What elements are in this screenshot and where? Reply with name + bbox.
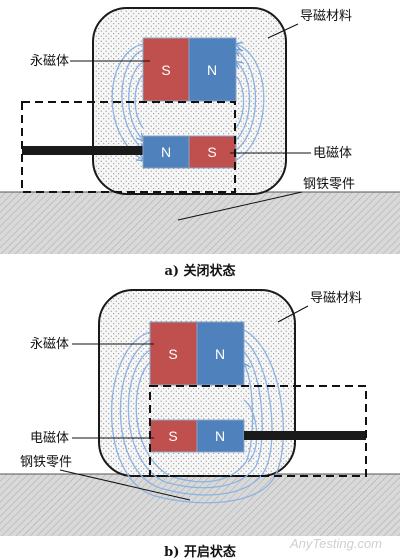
permanent-pole-label-a-s: S [161,62,170,78]
label-permanent-b: 永磁体 [30,337,69,352]
electromagnet-south-a [188,135,237,169]
flux-lines-b [110,329,284,504]
actuator-rod-b [244,431,366,440]
electro-pole-label-b-n: N [215,428,225,444]
electromagnet-north-a [142,135,190,169]
electromagnet-south-b [149,419,198,453]
caption-a: a) 关闭状态 [164,263,235,279]
label-steel-b: 钢铁零件 [20,455,72,470]
flux-lines-a [111,44,265,160]
label-steel-a: 钢铁零件 [303,177,355,192]
label-electro-a: 电磁体 [313,146,352,161]
panel-a: S N N S 导磁材料 永磁体 电磁体 钢铁零件 a) 关闭状态 [0,7,400,279]
actuator-rod-a [22,146,144,155]
label-permanent-a: 永磁体 [30,54,69,69]
electro-pole-label-a-s: S [207,144,216,160]
electro-pole-label-a-n: N [161,144,171,160]
permanent-pole-label-b-s: S [168,346,177,362]
label-conductor-b: 导磁材料 [310,291,362,306]
caption-b: b) 开启状态 [164,544,236,560]
leader-steel-a [177,191,303,221]
moving-frame-a [21,101,236,193]
permanent-magnet-north-a [188,37,237,102]
label-electro-b: 电磁体 [30,431,69,446]
panel-b: S N S N 导磁材料 永磁体 电磁体 钢铁零件 b) 开启状态 AnyTes… [0,289,400,560]
watermark: AnyTesting.com [289,536,382,551]
leader-steel-b [59,469,191,501]
label-conductor-a: 导磁材料 [300,9,352,24]
permanent-magnet-north-b [196,321,245,386]
leader-conductor-b [277,305,309,323]
permanent-pole-label-b-n: N [215,346,225,362]
electromagnet-north-b [196,419,245,453]
steel-base-b [0,474,400,536]
permanent-pole-label-a-n: N [207,62,217,78]
electro-pole-label-b-s: S [168,428,177,444]
permanent-magnet-south-a [142,37,190,102]
leader-conductor-a [267,23,299,39]
steel-base-a [0,192,400,254]
moving-frame-b [149,385,367,477]
